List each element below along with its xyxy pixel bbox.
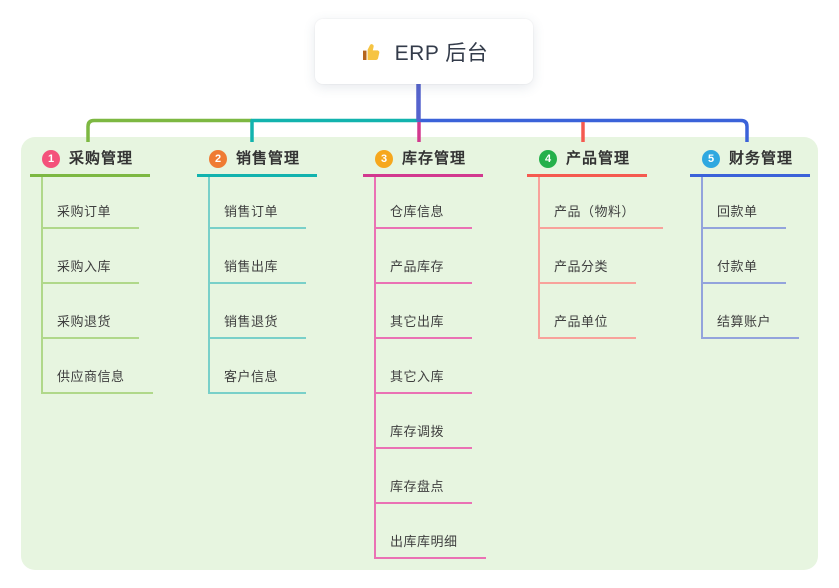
child-node-产品库存[interactable]: 产品库存	[376, 229, 473, 284]
branch-采购管理: 1 采购管理采购订单采购入库采购退货供应商信息	[30, 144, 153, 394]
branch-label: 采购管理	[69, 149, 134, 167]
child-node-客户信息[interactable]: 客户信息	[210, 339, 307, 394]
child-node-其它入库[interactable]: 其它入库	[376, 339, 473, 394]
child-node-label: 供应商信息	[57, 369, 125, 384]
child-node-产品单位[interactable]: 产品单位	[540, 284, 637, 339]
child-node-label: 其它出库	[390, 314, 445, 329]
child-node-label: 其它入库	[390, 369, 445, 384]
child-node-销售出库[interactable]: 销售出库	[210, 229, 307, 284]
child-node-label: 库存调拨	[390, 424, 445, 439]
child-node-label: 采购入库	[57, 259, 112, 274]
branch-label: 财务管理	[729, 149, 794, 167]
thumbs-up-icon	[360, 40, 384, 64]
branch-children: 产品（物料） 产品分类产品单位	[538, 177, 664, 339]
child-node-label: 产品单位	[554, 314, 609, 329]
branch-title[interactable]: 2 销售管理	[197, 144, 317, 177]
child-node-供应商信息[interactable]: 供应商信息	[43, 339, 153, 394]
child-node-结算账户[interactable]: 结算账户	[703, 284, 800, 339]
branch-children: 仓库信息产品库存其它出库其它入库库存调拨库存盘点出库库明细	[374, 177, 486, 559]
child-node-库存盘点[interactable]: 库存盘点	[376, 449, 473, 504]
child-node-出库库明细[interactable]: 出库库明细	[376, 504, 486, 559]
child-node-付款单[interactable]: 付款单	[703, 229, 786, 284]
root-node[interactable]: ERP 后台	[315, 19, 533, 84]
child-node-销售订单[interactable]: 销售订单	[210, 177, 307, 229]
child-node-采购退货[interactable]: 采购退货	[43, 284, 140, 339]
child-node-label: 采购退货	[57, 314, 112, 329]
child-node-其它出库[interactable]: 其它出库	[376, 284, 473, 339]
child-node-库存调拨[interactable]: 库存调拨	[376, 394, 473, 449]
child-node-label: 付款单	[717, 259, 758, 274]
branch-库存管理: 3 库存管理仓库信息产品库存其它出库其它入库库存调拨库存盘点出库库明细	[363, 144, 486, 559]
branch-财务管理: 5 财务管理回款单付款单结算账户	[690, 144, 810, 339]
child-node-label: 销售订单	[224, 204, 279, 219]
child-node-销售退货[interactable]: 销售退货	[210, 284, 307, 339]
branch-title[interactable]: 4 产品管理	[527, 144, 647, 177]
branch-title[interactable]: 3 库存管理	[363, 144, 483, 177]
branch-children: 回款单付款单结算账户	[701, 177, 800, 339]
branch-number-badge: 4	[539, 150, 557, 168]
child-node-采购入库[interactable]: 采购入库	[43, 229, 140, 284]
child-node-label: 销售退货	[224, 314, 279, 329]
branch-label: 销售管理	[236, 149, 301, 167]
branch-number-badge: 5	[702, 150, 720, 168]
child-node-label: 库存盘点	[390, 479, 445, 494]
branches-background-panel	[21, 137, 818, 570]
child-node-产品（物料）[interactable]: 产品（物料）	[540, 177, 664, 229]
child-node-采购订单[interactable]: 采购订单	[43, 177, 140, 229]
child-node-产品分类[interactable]: 产品分类	[540, 229, 637, 284]
branch-label: 库存管理	[402, 149, 467, 167]
branch-产品管理: 4 产品管理产品（物料） 产品分类产品单位	[527, 144, 664, 339]
branch-销售管理: 2 销售管理销售订单销售出库销售退货客户信息	[197, 144, 317, 394]
child-node-label: 回款单	[717, 204, 758, 219]
child-node-label: 产品分类	[554, 259, 609, 274]
root-node-title: ERP 后台	[394, 41, 489, 65]
branch-title[interactable]: 1 采购管理	[30, 144, 150, 177]
branch-number-badge: 1	[42, 150, 60, 168]
child-node-label: 销售出库	[224, 259, 279, 274]
branch-number-badge: 2	[209, 150, 227, 168]
child-node-label: 产品（物料）	[554, 204, 636, 219]
branch-number-badge: 3	[375, 150, 393, 168]
child-node-label: 产品库存	[390, 259, 445, 274]
child-node-label: 采购订单	[57, 204, 112, 219]
child-node-label: 仓库信息	[390, 204, 445, 219]
child-node-仓库信息[interactable]: 仓库信息	[376, 177, 473, 229]
branch-label: 产品管理	[566, 149, 631, 167]
branch-children: 销售订单销售出库销售退货客户信息	[208, 177, 307, 394]
branch-title[interactable]: 5 财务管理	[690, 144, 810, 177]
child-node-label: 出库库明细	[390, 534, 458, 549]
child-node-回款单[interactable]: 回款单	[703, 177, 786, 229]
child-node-label: 客户信息	[224, 369, 279, 384]
child-node-label: 结算账户	[717, 314, 772, 329]
branch-children: 采购订单采购入库采购退货供应商信息	[41, 177, 153, 394]
